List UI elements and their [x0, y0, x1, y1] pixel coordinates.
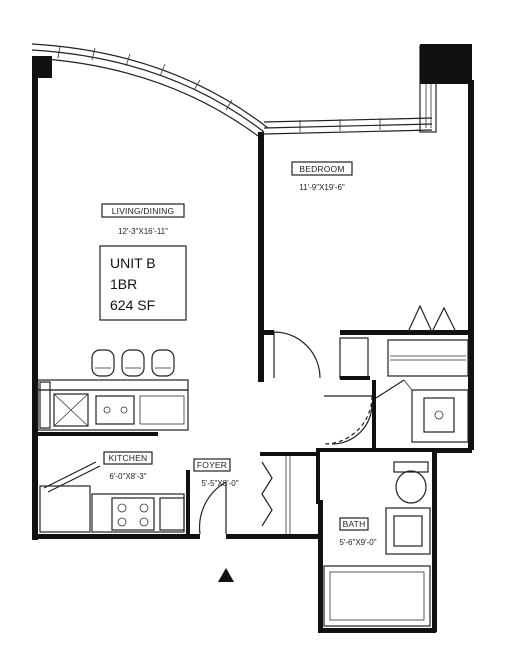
- laundry-closet: [403, 379, 469, 443]
- foyer-name: FOYER: [197, 460, 227, 470]
- kitchen-counters: [37, 379, 189, 533]
- interior-walls: [38, 132, 474, 536]
- entry-triangle-icon: [218, 568, 234, 582]
- unit-bedrooms: 1BR: [110, 276, 137, 292]
- foyer-size: 5'-5"X8'-0": [201, 479, 238, 488]
- column-top-right: [420, 44, 472, 84]
- unit-area: 624 SF: [110, 297, 155, 313]
- bedroom-size: 11'-9"X19'-6": [299, 183, 345, 192]
- room-label-kitchen: KITCHEN 6'-0"X8'-3": [103, 451, 153, 481]
- living-name: LIVING/DINING: [112, 206, 175, 216]
- room-label-foyer: FOYER 5'-5"X8'-0": [193, 458, 239, 488]
- unit-summary-box: UNIT B 1BR 624 SF: [99, 245, 187, 321]
- bath-name: BATH: [343, 519, 366, 529]
- exterior-walls: [32, 70, 474, 633]
- bath-size: 5'-6"X9'-0": [339, 538, 376, 547]
- kitchen-size: 6'-0"X8'-3": [109, 472, 146, 481]
- kitchen-name: KITCHEN: [109, 453, 148, 463]
- bedroom-closet: [387, 304, 469, 377]
- room-label-bath: BATH 5'-6"X9'-0": [339, 517, 377, 547]
- bedroom-window-wall: [263, 117, 433, 135]
- room-label-living: LIVING/DINING 12'-3"X16'-11": [101, 203, 185, 236]
- bedroom-name: BEDROOM: [299, 164, 344, 174]
- curved-window-wall: [31, 43, 269, 137]
- bar-stools: [91, 349, 175, 377]
- bath-fixtures: [323, 461, 431, 627]
- door-swings: [43, 331, 405, 535]
- living-size: 12'-3"X16'-11": [118, 227, 168, 236]
- unit-name: UNIT B: [110, 255, 156, 271]
- room-label-bedroom: BEDROOM 11'-9"X19'-6": [291, 161, 353, 192]
